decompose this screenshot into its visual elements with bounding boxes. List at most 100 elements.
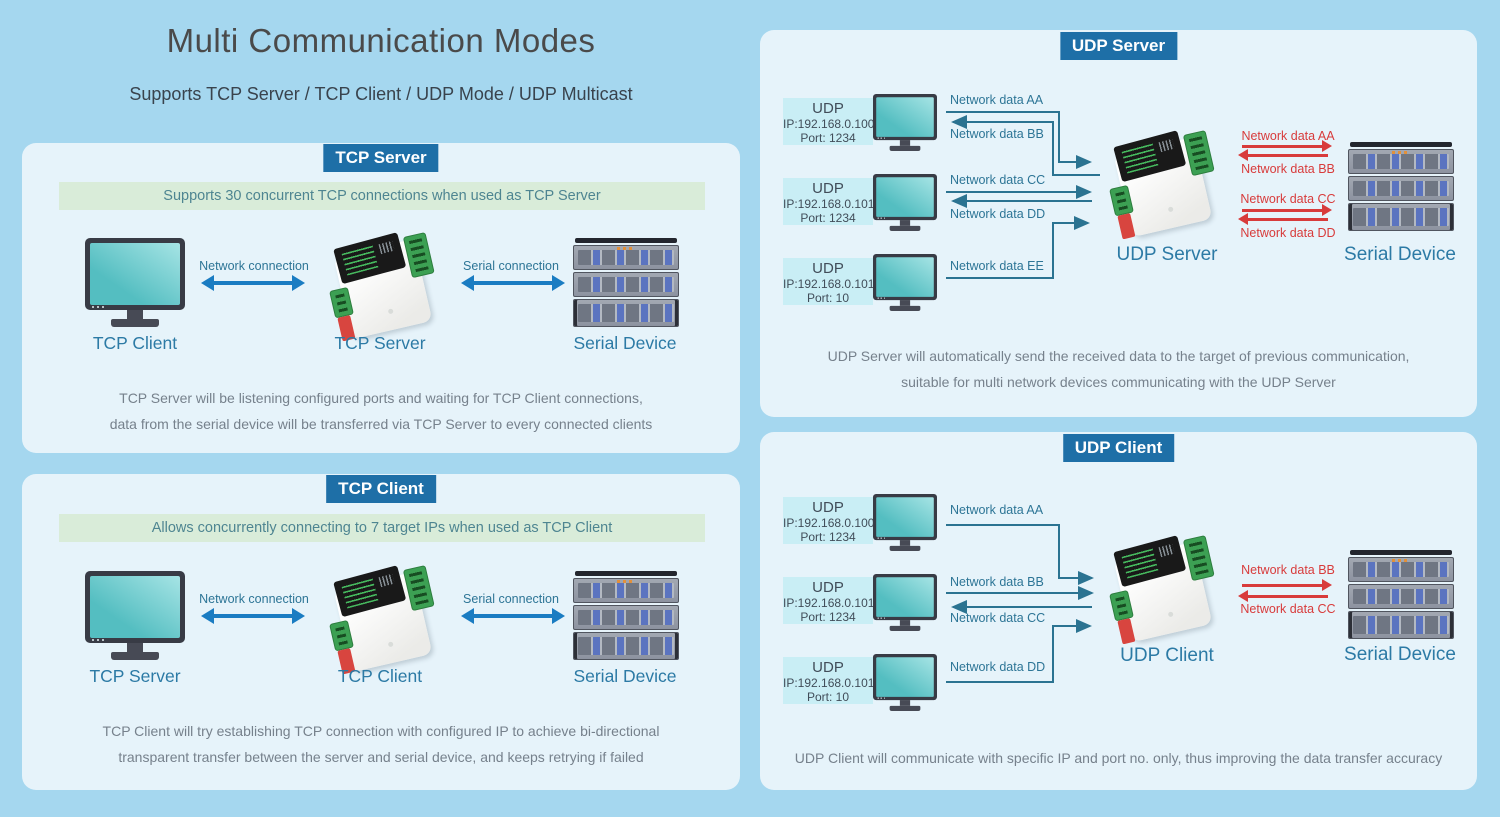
monitor-frame [873,654,937,701]
terminal-block-icon [402,232,435,279]
device-label-sticker [333,232,407,285]
udp-host-port: Port: 1234 [800,131,856,145]
udp-host-ip: IP:192.168.0.101 [783,596,875,610]
rack-unit [1348,203,1454,231]
udp-host-card: UDP IP:192.168.0.100 Port: 1234 [783,497,875,544]
monitor-icon [85,571,185,660]
serial-data-label: Network data CC [1240,192,1336,206]
monitor-stand [127,310,143,319]
monitor-frame [873,174,937,221]
monitor-frame [873,574,937,621]
server-rack-icon [573,238,679,327]
center-device-caption: TCP Client [337,666,423,686]
rack-unit [573,605,679,630]
rack-leds [617,580,635,583]
panel-description-line1: UDP Server will automatically send the r… [827,348,1410,364]
tcp-client-panel: TCP Client Allows concurrently connectin… [22,474,740,790]
monitor-stand [899,220,911,226]
right-device-caption: Serial Device [573,333,677,353]
monitor-icon [85,238,185,327]
rack-unit [573,299,679,327]
monitor-icon [873,494,937,551]
monitor-stand [899,140,911,146]
panel-description-line1: UDP Client will communicate with specifi… [794,750,1443,766]
data-flow-arrow-left-icon [1238,149,1328,161]
rack-unit [1348,611,1454,639]
tcp-server-feature-banner: Supports 30 concurrent TCP connections w… [59,182,705,210]
page-subtitle: Supports TCP Server / TCP Client / UDP M… [129,84,633,104]
serial-data-label: Network data AA [1241,129,1335,143]
monitor-screen [90,576,180,638]
monitor-icon [873,654,937,711]
udp-host-port: Port: 10 [806,690,850,704]
monitor-screen [876,657,934,697]
panel-description-line1: TCP Server will be listening configured … [119,390,643,406]
monitor-frame [873,94,937,141]
tcp-server-panel: TCP Server Supports 30 concurrent TCP co… [22,143,740,453]
page-title: Multi Communication Modes [166,22,596,59]
monitor-screen [876,577,934,617]
udp-host-port: Port: 1234 [800,530,856,544]
udp-host-card: UDP IP:192.168.0.101 Port: 1234 [783,178,874,225]
udp-host-card: UDP IP:192.168.0.100 Port: 1234 [783,98,875,145]
udp-server-panel-header: UDP Server [1059,32,1178,60]
rack-unit [573,578,679,603]
right-device-caption: Serial Device [1344,244,1456,265]
monitor-frame [873,494,937,541]
center-device-caption: UDP Server [1116,244,1218,265]
device-body [1109,130,1215,240]
right-device-caption: Serial Device [573,666,677,686]
din-rail-device-icon [1098,130,1233,240]
network-data-label: Network data CC [950,611,1046,625]
panel-description-line2: data from the serial device will be tran… [109,416,653,432]
monitor-screen [90,243,180,305]
udp-host-ip: IP:192.168.0.100 [783,516,875,530]
server-rack-icon [573,571,679,660]
monitor-frame [873,254,937,301]
tcp-client-panel-header: TCP Client [326,475,436,503]
udp-host-card: UDP IP:192.168.0.101 Port: 10 [783,657,875,704]
udp-host-port: Port: 1234 [800,211,856,225]
terminal-block-icon [329,619,354,652]
server-rack-icon [1348,142,1454,231]
monitor-stand [899,620,911,626]
monitor-stand [899,540,911,546]
rack-leds [617,247,635,250]
network-connection-label: Network connection [199,259,309,273]
bidirectional-arrow-icon [201,275,305,291]
udp-host-protocol: UDP [812,260,844,277]
network-data-label: Network data AA [950,503,1044,517]
serial-data-label: Network data DD [1240,226,1336,240]
udp-host-port: Port: 1234 [800,610,856,624]
monitor-icon [873,254,937,311]
udp-host-protocol: UDP [812,100,844,117]
serial-data-label: Network data BB [1241,563,1335,577]
monitor-base [889,225,921,231]
udp-host-ip: IP:192.168.0.101 [783,676,875,690]
panel-description-line2: transparent transfer between the server … [118,749,644,765]
rack-unit [573,632,679,660]
network-data-label: Network data BB [950,575,1044,589]
monitor-stand [899,300,911,306]
tcp-server-panel-header: TCP Server [323,144,439,172]
rack-unit [1348,584,1454,609]
device-red-connector [1117,618,1136,645]
device-body [1109,535,1215,645]
network-data-label: Network data CC [950,173,1046,187]
device-body [329,565,435,675]
monitor-screen [876,497,934,537]
monitor-base [889,625,921,631]
monitor-base [111,652,159,660]
network-data-label: Network data DD [950,207,1046,221]
left-device-caption: TCP Client [92,333,178,353]
panel-description-line2: suitable for multi network devices commu… [901,374,1336,390]
rack-unit [1348,149,1454,174]
udp-host-ip: IP:192.168.0.100 [783,117,875,131]
monitor-stand [127,643,143,652]
data-flow-arrow-left-icon [1238,590,1328,602]
monitor-frame [85,571,185,643]
serial-data-label: Network data CC [1240,602,1336,616]
udp-host-protocol: UDP [812,499,844,516]
data-flow-arrow-left-icon [1238,213,1328,225]
